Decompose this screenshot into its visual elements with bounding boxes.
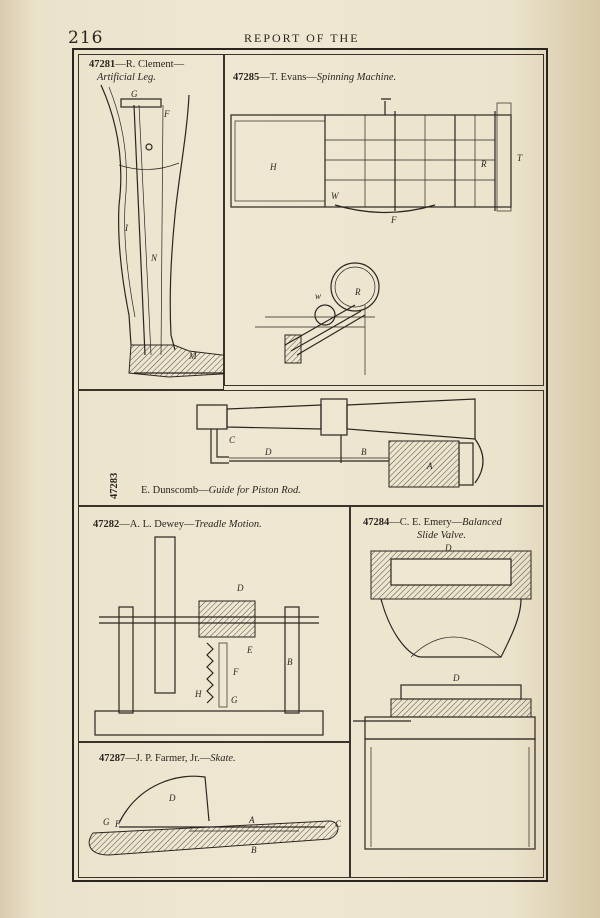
skate-drawing: D G F A C B bbox=[88, 775, 342, 856]
leg-letter-n: N bbox=[150, 253, 158, 263]
skate-patent-number: 47287 bbox=[99, 753, 126, 764]
skate-letter-a: A bbox=[248, 815, 255, 825]
artificial-leg-drawing: G F I N M bbox=[100, 84, 225, 378]
valve-letter-d-top: D bbox=[444, 543, 452, 553]
leg-patent-number: 47281 bbox=[89, 59, 116, 70]
page-number: 216 bbox=[68, 28, 104, 48]
spinning-letter-r: R bbox=[480, 159, 487, 169]
leg-letter-m: M bbox=[188, 351, 197, 361]
piston-inventor: E. Dunscomb— bbox=[141, 485, 209, 496]
treadle-patent-number: 47282 bbox=[93, 519, 120, 530]
slide-valve-drawing: D D bbox=[353, 543, 536, 850]
leg-inventor: —R. Clement— bbox=[115, 59, 185, 70]
treadle-letter-h: H bbox=[194, 689, 202, 699]
panel-slide-valve: 47284—C. E. Emery—Balanced Slide Valve. bbox=[350, 506, 544, 878]
treadle-letter-f: F bbox=[232, 667, 239, 677]
panel-skate: 47287—J. P. Farmer, Jr.—Skate. D G F A C… bbox=[78, 742, 350, 878]
panel-piston-rod: 47283 E. Dunscomb—Guide for Piston Rod. … bbox=[78, 390, 544, 506]
leg-letter-i: I bbox=[124, 223, 129, 233]
skate-inventor: —J. P. Farmer, Jr.— bbox=[125, 753, 211, 764]
spinning-letter-w: W bbox=[331, 191, 340, 201]
leg-letter-g: G bbox=[131, 89, 138, 99]
spinning-letter-w-small: w bbox=[315, 291, 321, 301]
piston-letter-c: C bbox=[229, 435, 236, 445]
skate-letter-c: C bbox=[335, 819, 342, 829]
leg-title-text: Artificial Leg. bbox=[97, 72, 156, 83]
spinning-title: Spinning Machine. bbox=[316, 72, 397, 83]
treadle-caption: 47282—A. L. Dewey—Treadle Motion. bbox=[93, 519, 262, 530]
treadle-letter-g: G bbox=[231, 695, 238, 705]
spinning-letter-f: F bbox=[390, 215, 397, 225]
piston-letter-d: D bbox=[264, 447, 272, 457]
panel-spinning-machine: 47285—T. Evans—Spinning Machine. bbox=[224, 54, 544, 386]
plate-frame: 47281—R. Clement— Artificial Leg. bbox=[72, 48, 548, 882]
piston-rod-drawing: C D B A bbox=[196, 398, 484, 488]
treadle-title: Treadle Motion. bbox=[194, 519, 262, 530]
leg-title: Artificial Leg. bbox=[97, 72, 156, 83]
skate-letter-f: F bbox=[114, 819, 121, 829]
skate-caption: 47287—J. P. Farmer, Jr.—Skate. bbox=[99, 753, 236, 764]
skate-letter-d-top: D bbox=[168, 793, 176, 803]
piston-caption: E. Dunscomb—Guide for Piston Rod. bbox=[141, 485, 301, 496]
valve-caption: 47284—C. E. Emery—Balanced bbox=[363, 517, 502, 528]
panel-treadle-motion: 47282—A. L. Dewey—Treadle Motion. D E F … bbox=[78, 506, 350, 742]
piston-letter-a: A bbox=[426, 461, 433, 471]
treadle-motion-drawing: D E F B H G bbox=[94, 536, 324, 736]
leg-caption: 47281—R. Clement— bbox=[89, 59, 184, 70]
spinning-machine-drawing: H W F R T w R bbox=[230, 98, 523, 375]
piston-letter-b: B bbox=[361, 447, 367, 457]
valve-patent-number: 47284 bbox=[363, 517, 390, 528]
skate-letter-b: B bbox=[251, 845, 257, 855]
valve-caption-line2: Slide Valve. bbox=[417, 530, 466, 541]
leg-letter-f: F bbox=[163, 109, 170, 119]
treadle-letter-d: D bbox=[236, 583, 244, 593]
spinning-letter-h: H bbox=[269, 162, 277, 172]
valve-title-line2: Slide Valve. bbox=[417, 530, 466, 541]
spinning-letter-r-side: R bbox=[354, 287, 361, 297]
treadle-inventor: —A. L. Dewey— bbox=[119, 519, 195, 530]
piston-title: Guide for Piston Rod. bbox=[208, 485, 301, 496]
spinning-patent-number: 47285 bbox=[233, 72, 260, 83]
valve-inventor: —C. E. Emery— bbox=[389, 517, 463, 528]
treadle-letter-b: B bbox=[287, 657, 293, 667]
spinning-letter-t: T bbox=[517, 153, 523, 163]
running-head: REPORT OF THE bbox=[244, 31, 360, 45]
skate-title: Skate. bbox=[210, 753, 236, 764]
treadle-letter-e: E bbox=[246, 645, 253, 655]
spinning-inventor: —T. Evans— bbox=[259, 72, 317, 83]
spinning-caption: 47285—T. Evans—Spinning Machine. bbox=[233, 72, 396, 83]
panel-artificial-leg: 47281—R. Clement— Artificial Leg. bbox=[78, 54, 225, 390]
skate-letter-g: G bbox=[103, 817, 110, 827]
valve-title-line1: Balanced bbox=[462, 517, 502, 528]
valve-letter-d-bottom: D bbox=[452, 673, 460, 683]
